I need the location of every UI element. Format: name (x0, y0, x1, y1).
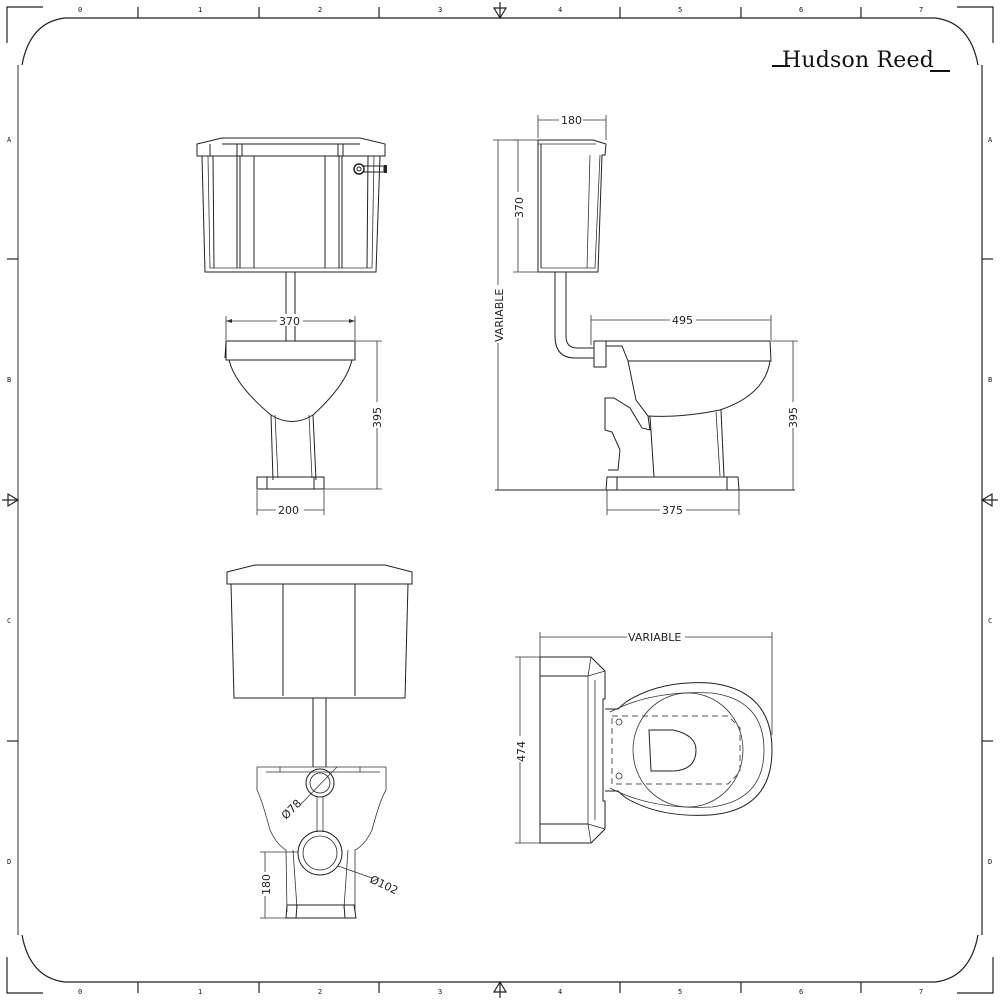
outlet-height-dim: 180 (260, 874, 273, 895)
side-view: 180 370 VARIABLE 495 395 375 (491, 113, 800, 517)
drawing-border (17, 17, 983, 983)
brand-logo: Hudson Reed (782, 48, 935, 73)
row-label: D (7, 858, 11, 866)
row-label: A (988, 136, 993, 144)
row-label: C (988, 617, 992, 625)
plan-width-dim: 474 (515, 741, 528, 762)
column-label: 6 (799, 6, 803, 14)
base-depth-dim: 375 (662, 504, 683, 517)
column-label: 3 (438, 988, 442, 996)
front-width-dim: 370 (279, 315, 300, 328)
column-label: 7 (919, 988, 923, 996)
column-label: 1 (198, 6, 202, 14)
row-label: D (988, 858, 992, 866)
front-base-dim: 200 (278, 504, 299, 517)
pan-height-dim: 395 (787, 407, 800, 428)
left-ruler (2, 258, 20, 742)
plan-view: VARIABLE 474 (513, 630, 773, 844)
column-label: 5 (678, 6, 682, 14)
column-label: 0 (78, 6, 82, 14)
front-height-dim: 395 (371, 407, 384, 428)
column-label: 6 (799, 988, 803, 996)
column-label: 5 (678, 988, 682, 996)
top-ruler (137, 2, 862, 20)
column-label: 7 (919, 6, 923, 14)
brand-underline-right (930, 70, 950, 72)
rear-view: Ø78 Ø102 180 (226, 564, 413, 919)
bottom-ruler (137, 980, 862, 998)
plan-length-dim: VARIABLE (628, 631, 681, 644)
column-label: 2 (318, 6, 322, 14)
front-view: 370 395 200 (196, 137, 387, 517)
column-label: 4 (558, 6, 562, 14)
overall-height-dim: VARIABLE (493, 289, 506, 342)
column-label: 4 (558, 988, 562, 996)
flush-lever-icon (353, 163, 387, 175)
grid-labels: 0 1 2 3 4 5 6 7 0 1 2 3 4 5 6 7 A B C D … (7, 6, 993, 996)
corner-marks (6, 6, 994, 994)
column-label: 2 (318, 988, 322, 996)
column-label: 3 (438, 6, 442, 14)
cistern-depth-dim: 180 (561, 114, 582, 127)
row-label: B (988, 376, 992, 384)
inlet-diameter-dim: Ø78 (279, 797, 304, 822)
outlet-diameter-dim: Ø102 (368, 873, 400, 897)
right-ruler (980, 258, 998, 742)
row-label: A (7, 136, 12, 144)
row-label: B (7, 376, 11, 384)
cistern-height-dim: 370 (513, 197, 526, 218)
row-label: C (7, 617, 11, 625)
brand-underline-left (772, 65, 790, 67)
column-label: 0 (78, 988, 82, 996)
column-label: 1 (198, 988, 202, 996)
pan-projection-dim: 495 (672, 314, 693, 327)
